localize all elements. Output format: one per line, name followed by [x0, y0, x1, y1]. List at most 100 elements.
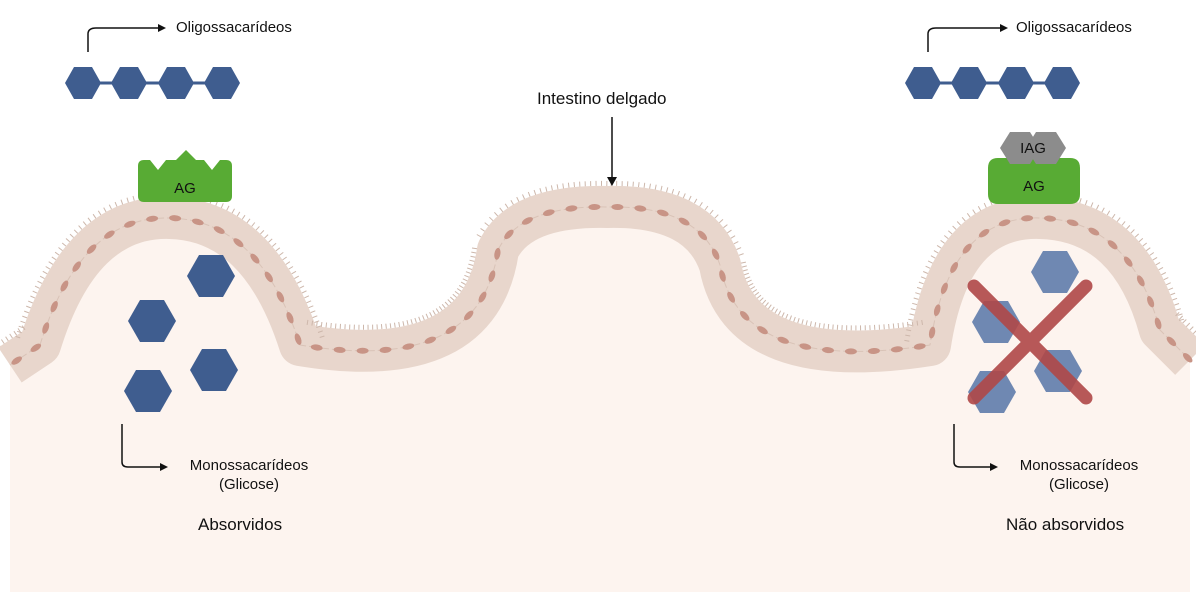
- microvillus: [448, 300, 452, 304]
- microvillus: [903, 323, 904, 328]
- microvillus: [381, 324, 382, 329]
- microvillus: [269, 239, 273, 242]
- microvillus: [898, 323, 899, 328]
- microvillus: [908, 319, 913, 320]
- microvillus: [59, 248, 63, 251]
- microvillus: [644, 183, 645, 188]
- arrow-icon: [607, 177, 617, 186]
- microvillus: [115, 202, 117, 207]
- microvillus: [1183, 320, 1187, 324]
- microvillus: [74, 230, 78, 234]
- microvillus: [83, 222, 86, 226]
- microvillus: [639, 182, 640, 187]
- microvillus: [430, 312, 432, 316]
- microvillus: [944, 236, 948, 239]
- microvillus: [790, 316, 792, 321]
- microvillus: [46, 267, 50, 270]
- microvillus: [1190, 327, 1194, 331]
- microvillus: [28, 301, 33, 303]
- microvillus: [472, 248, 477, 249]
- microvillus: [928, 261, 933, 263]
- microvillus: [331, 323, 332, 328]
- microvillus: [921, 277, 926, 279]
- microvillus: [1174, 304, 1179, 306]
- microvillus: [917, 287, 922, 289]
- microvillus: [540, 188, 541, 193]
- microvillus: [489, 217, 493, 221]
- microvillus: [40, 276, 44, 278]
- microvillus: [828, 324, 829, 329]
- arrow-icon: [1000, 24, 1008, 32]
- microvillus: [442, 304, 445, 308]
- microvillus: [70, 234, 74, 237]
- microvillus: [806, 320, 807, 325]
- microvillus: [755, 292, 759, 295]
- microvillus: [62, 243, 66, 246]
- microvillus: [517, 197, 519, 202]
- microvillus: [574, 182, 575, 187]
- microvillus: [912, 303, 917, 304]
- microvillus: [957, 222, 960, 226]
- microvillus: [304, 296, 309, 298]
- microvillus: [528, 192, 530, 197]
- microvillus: [312, 321, 313, 326]
- microvillus: [1146, 248, 1150, 251]
- microvillus: [292, 271, 296, 274]
- microvillus: [768, 305, 771, 309]
- microvillus: [21, 321, 26, 323]
- microvillus: [109, 205, 111, 210]
- microvillus: [237, 212, 240, 216]
- microvillus: [10, 334, 13, 338]
- microvillus: [917, 321, 918, 326]
- microvillus: [689, 196, 691, 201]
- microvillus: [749, 283, 754, 285]
- hexagon-sugar-icon: [158, 67, 194, 99]
- microvillus: [760, 298, 764, 302]
- microvillus: [26, 306, 31, 308]
- microvillus: [1156, 262, 1160, 265]
- microvillus: [14, 331, 17, 335]
- microvillus: [260, 230, 264, 234]
- microvillus: [419, 317, 421, 322]
- microvillus: [734, 242, 738, 244]
- monosaccharides-left-line2: (Glicose): [176, 475, 322, 494]
- monosaccharides-right-line1: Monossacarídeos: [1006, 456, 1152, 475]
- monosaccharides-left-line1: Monossacarídeos: [176, 456, 322, 475]
- microvillus: [923, 272, 928, 274]
- microvillus: [1102, 208, 1104, 212]
- microvillus: [326, 323, 327, 328]
- microvillus: [453, 294, 457, 297]
- microvillus: [893, 324, 894, 329]
- hexagon-sugar-icon: [65, 67, 101, 99]
- enzyme-ag-right-label: AG: [1004, 178, 1064, 195]
- microvillus: [88, 218, 91, 222]
- microvillus: [948, 231, 952, 234]
- microvillus: [911, 309, 916, 310]
- microvillus: [763, 300, 766, 304]
- microvillus: [557, 184, 558, 189]
- microvillus: [1112, 214, 1115, 218]
- microvillus: [757, 295, 761, 298]
- microvillus: [450, 297, 454, 300]
- microvillus: [719, 219, 723, 222]
- microvillus: [55, 252, 59, 255]
- microvillus: [1172, 298, 1177, 300]
- microvillus: [317, 321, 318, 326]
- microvillus: [731, 236, 735, 239]
- microvillus: [470, 260, 475, 261]
- microvillus: [655, 185, 656, 190]
- microvillus: [133, 196, 134, 201]
- microvillus: [294, 276, 298, 279]
- microvillus: [772, 307, 775, 311]
- microvillus: [407, 320, 408, 325]
- microvillus: [765, 303, 768, 307]
- arrow-icon: [158, 24, 166, 32]
- microvillus: [778, 311, 780, 315]
- microvillus: [436, 309, 439, 313]
- microvillus: [1150, 253, 1154, 256]
- microvillus: [247, 219, 250, 223]
- microvillus: [283, 257, 287, 260]
- hexagon-sugar-icon: [951, 67, 987, 99]
- arrow-icon: [928, 28, 1002, 52]
- microvillus: [931, 256, 935, 259]
